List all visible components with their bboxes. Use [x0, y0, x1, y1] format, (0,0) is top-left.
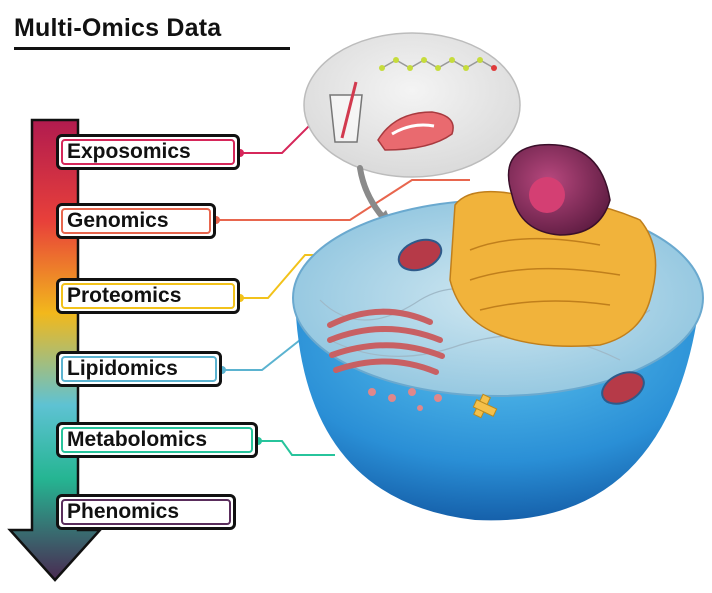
- label-metabolomics-text: Metabolomics: [67, 428, 208, 451]
- endoplasmic-reticulum: [449, 190, 657, 347]
- label-metabolomics: Metabolomics: [56, 422, 258, 458]
- connector-metabolomics: [258, 440, 335, 456]
- mitochondrion: [397, 238, 645, 405]
- connector-exposomics: [240, 114, 321, 154]
- connector-genomics: [216, 179, 470, 221]
- label-genomics: Genomics: [56, 203, 216, 239]
- label-lipidomics: Lipidomics: [56, 351, 222, 387]
- label-lipidomics-text: Lipidomics: [67, 357, 178, 380]
- label-phenomics: Phenomics: [56, 494, 236, 530]
- drink-glass-icon: [329, 81, 363, 143]
- steak-icon: [377, 111, 454, 151]
- diagram-title: Multi-Omics Data: [14, 14, 290, 50]
- exposure-bubble: [303, 32, 521, 232]
- label-phenomics-text: Phenomics: [67, 500, 180, 523]
- label-genomics-text: Genomics: [67, 209, 169, 232]
- label-proteomics: Proteomics: [56, 278, 240, 314]
- label-exposomics-text: Exposomics: [67, 140, 191, 163]
- golgi-apparatus: [327, 308, 445, 375]
- label-exposomics: Exposomics: [56, 134, 240, 170]
- nucleus: [507, 143, 611, 236]
- label-proteomics-text: Proteomics: [67, 284, 182, 307]
- connector-lipidomics: [222, 339, 301, 371]
- centriole: [472, 393, 498, 419]
